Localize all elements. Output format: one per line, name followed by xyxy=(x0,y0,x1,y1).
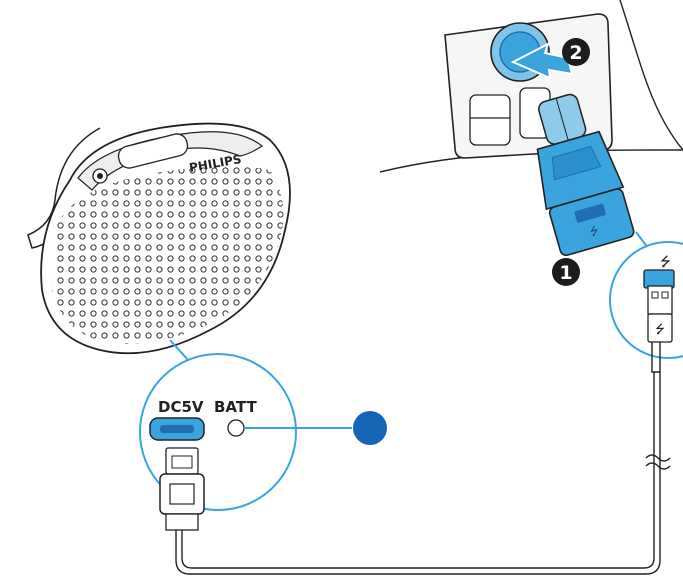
usb-callout: ⭍ ⭍ xyxy=(609,231,683,359)
svg-text:⭍: ⭍ xyxy=(588,224,600,239)
batt-led xyxy=(227,419,245,437)
usb-icon: ⭍ xyxy=(660,255,671,270)
step-2-label: 2 xyxy=(569,42,582,64)
dc5v-label: DC5V xyxy=(158,398,204,416)
led-indicator xyxy=(244,411,387,445)
speakerphone-device: PHILIPS xyxy=(27,122,291,355)
svg-text:⭍: ⭍ xyxy=(655,322,665,336)
step-2-badge: 2 xyxy=(562,38,590,66)
arrow-icon xyxy=(510,41,574,80)
step-1-label: 1 xyxy=(559,262,572,284)
led-blue-dot xyxy=(353,411,387,445)
usb-cable xyxy=(175,342,671,575)
car-dashboard xyxy=(379,0,683,173)
batt-label: BATT xyxy=(214,398,257,416)
car-charger-adapter: ⭍ xyxy=(536,93,635,257)
step-1-badge: 1 xyxy=(552,258,580,286)
port-callout: DC5V BATT xyxy=(139,339,297,531)
